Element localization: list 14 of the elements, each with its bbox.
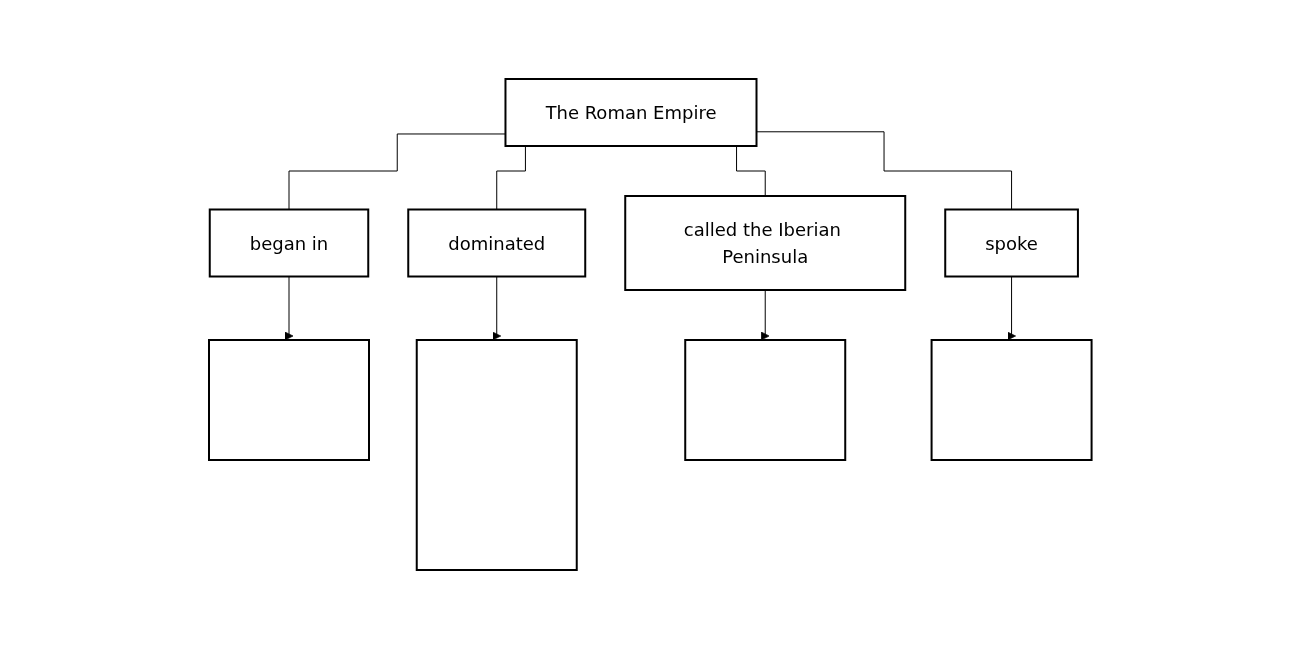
node-box: began in [208,208,369,277]
connector [288,132,506,210]
node-box: dominated [406,208,586,277]
arrow [1006,275,1016,340]
arrow [284,275,294,340]
node-box: spoke [943,208,1079,277]
node-box [415,338,578,571]
node-box [930,338,1093,461]
arrow [760,289,770,340]
arrow [492,275,501,340]
node-box [683,338,846,461]
node-box: called the Iberian Peninsula [623,194,906,291]
node-box: The Roman Empire [504,77,758,147]
node-box [207,338,370,461]
